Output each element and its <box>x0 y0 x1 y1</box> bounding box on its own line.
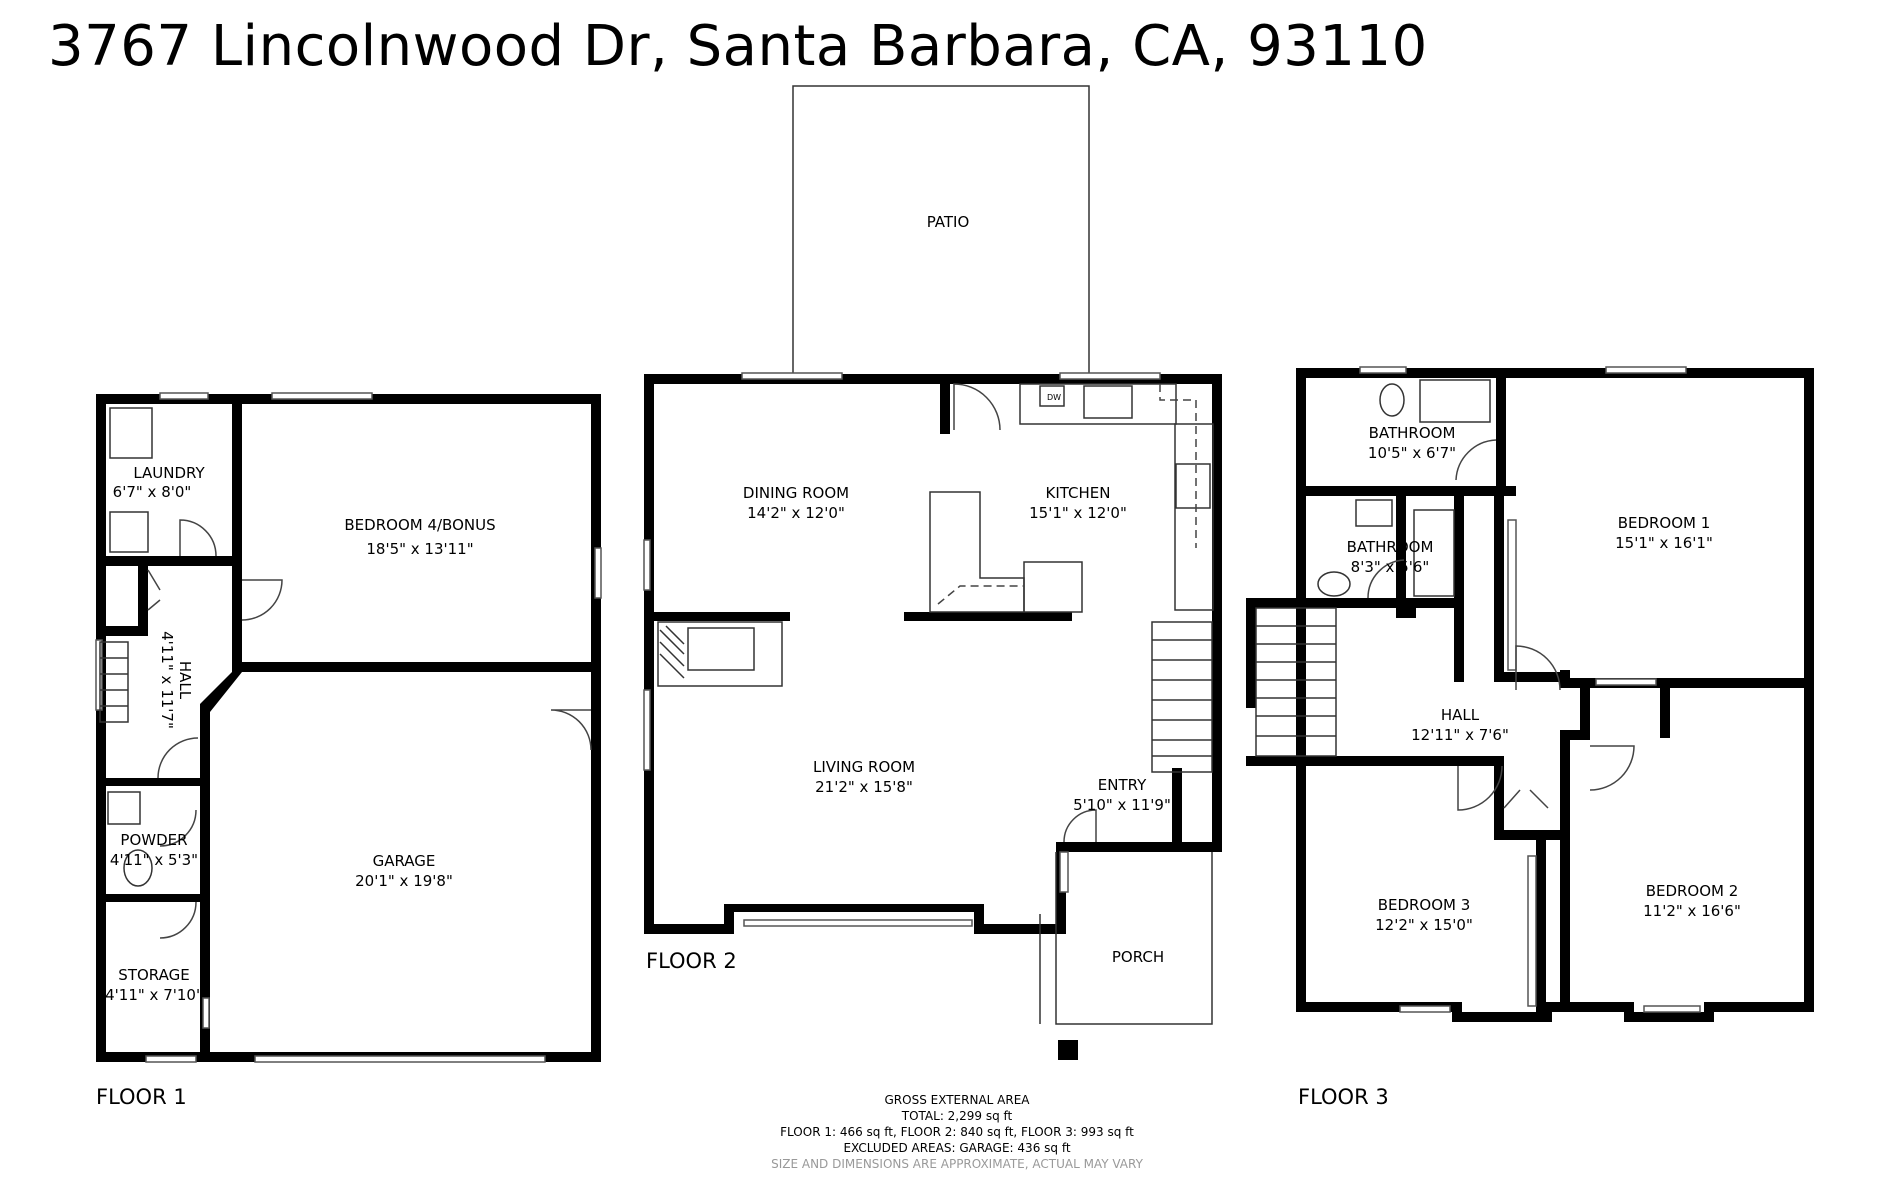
room-name-bathroom-2: BATHROOM <box>1347 538 1434 556</box>
room-dims-hall-floor-3: 12'11" x 7'6" <box>1411 726 1509 744</box>
area-total: TOTAL: 2,299 sq ft <box>901 1109 1013 1123</box>
room-dims-laundry: 6'7" x 8'0" <box>113 483 192 501</box>
room-name-bedroom-1: BEDROOM 1 <box>1618 514 1711 532</box>
floor-label-1: FLOOR 1 <box>96 1085 187 1109</box>
room-dims-kitchen: 15'1" x 12'0" <box>1029 504 1127 522</box>
room-dims-living-room: 21'2" x 15'8" <box>815 778 913 796</box>
room-dims-storage: 4'11" x 7'10" <box>105 986 203 1004</box>
room-name-dining-room: DINING ROOM <box>743 484 849 502</box>
page-title: 3767 Lincolnwood Dr, Santa Barbara, CA, … <box>48 14 1428 79</box>
room-name-porch: PORCH <box>1112 948 1164 966</box>
room-name-bedroom-2: BEDROOM 2 <box>1646 882 1739 900</box>
room-dims-dining-room: 14'2" x 12'0" <box>747 504 845 522</box>
room-name-storage: STORAGE <box>118 966 189 984</box>
floor-2-plan <box>643 85 1222 1060</box>
floor-label-2: FLOOR 2 <box>646 949 737 973</box>
room-dims-bathroom-1: 10'5" x 6'7" <box>1368 444 1456 462</box>
room-name-bedroom-3: BEDROOM 3 <box>1378 896 1471 914</box>
room-dims-bathroom-2: 8'3" x 5'6" <box>1351 558 1430 576</box>
room-name-living-room: LIVING ROOM <box>813 758 915 776</box>
room-dims-bedroom-1: 15'1" x 16'1" <box>1615 534 1713 552</box>
room-dims-bedroom-3: 12'2" x 15'0" <box>1375 916 1473 934</box>
area-disclaimer: SIZE AND DIMENSIONS ARE APPROXIMATE, ACT… <box>771 1157 1143 1171</box>
area-floors: FLOOR 1: 466 sq ft, FLOOR 2: 840 sq ft, … <box>780 1125 1134 1139</box>
room-dims-entry: 5'10" x 11'9" <box>1073 796 1171 814</box>
room-name-bathroom-1: BATHROOM <box>1369 424 1456 442</box>
room-dims-bedroom-4-bonus: 18'5" x 13'11" <box>366 540 473 558</box>
room-name-laundry: LAUNDRY <box>133 464 205 482</box>
room-name-bedroom-4-bonus: BEDROOM 4/BONUS <box>344 516 495 534</box>
dishwasher-label: DW <box>1047 393 1061 402</box>
room-name-patio: PATIO <box>927 213 970 231</box>
room-name-kitchen: KITCHEN <box>1046 484 1111 502</box>
room-name-garage: GARAGE <box>373 852 436 870</box>
floor-1-plan <box>95 392 602 1063</box>
area-excluded: EXCLUDED AREAS: GARAGE: 436 sq ft <box>843 1141 1070 1155</box>
room-name-entry: ENTRY <box>1098 776 1147 794</box>
room-dims-hall-floor-1: 4'11" x 11'7" <box>158 631 176 729</box>
room-dims-garage: 20'1" x 19'8" <box>355 872 453 890</box>
room-name-hall-floor-1: HALL <box>176 661 194 700</box>
room-dims-powder: 4'11" x 5'3" <box>110 851 198 869</box>
room-name-hall-floor-3: HALL <box>1441 706 1480 724</box>
floor-3-plan <box>1246 366 1814 1022</box>
room-dims-bedroom-2: 11'2" x 16'6" <box>1643 902 1741 920</box>
area-heading: GROSS EXTERNAL AREA <box>885 1093 1031 1107</box>
floor-label-3: FLOOR 3 <box>1298 1085 1389 1109</box>
room-name-powder: POWDER <box>120 831 187 849</box>
